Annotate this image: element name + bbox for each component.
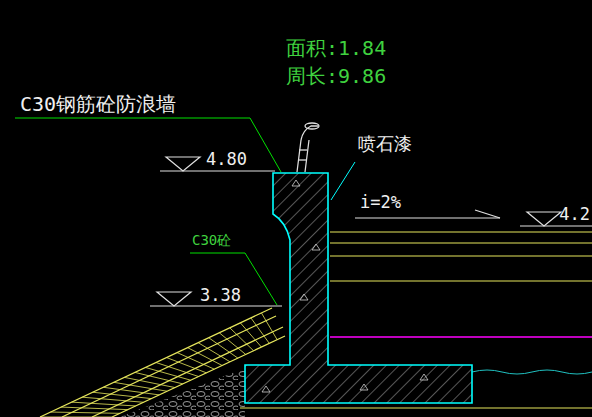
- perimeter-note: 周长:9.86: [286, 66, 386, 86]
- slope-note: i=2%: [360, 194, 401, 211]
- level-mark: 3.38: [200, 287, 241, 304]
- wall-name: C30钢筋砼防浪墙: [20, 94, 176, 114]
- area-note: 面积:1.84: [286, 38, 386, 58]
- finish-note: 喷石漆: [358, 135, 412, 153]
- level-mark: 4.2: [559, 206, 590, 223]
- material-note: C30砼: [192, 233, 231, 247]
- level-mark: 4.80: [206, 151, 247, 168]
